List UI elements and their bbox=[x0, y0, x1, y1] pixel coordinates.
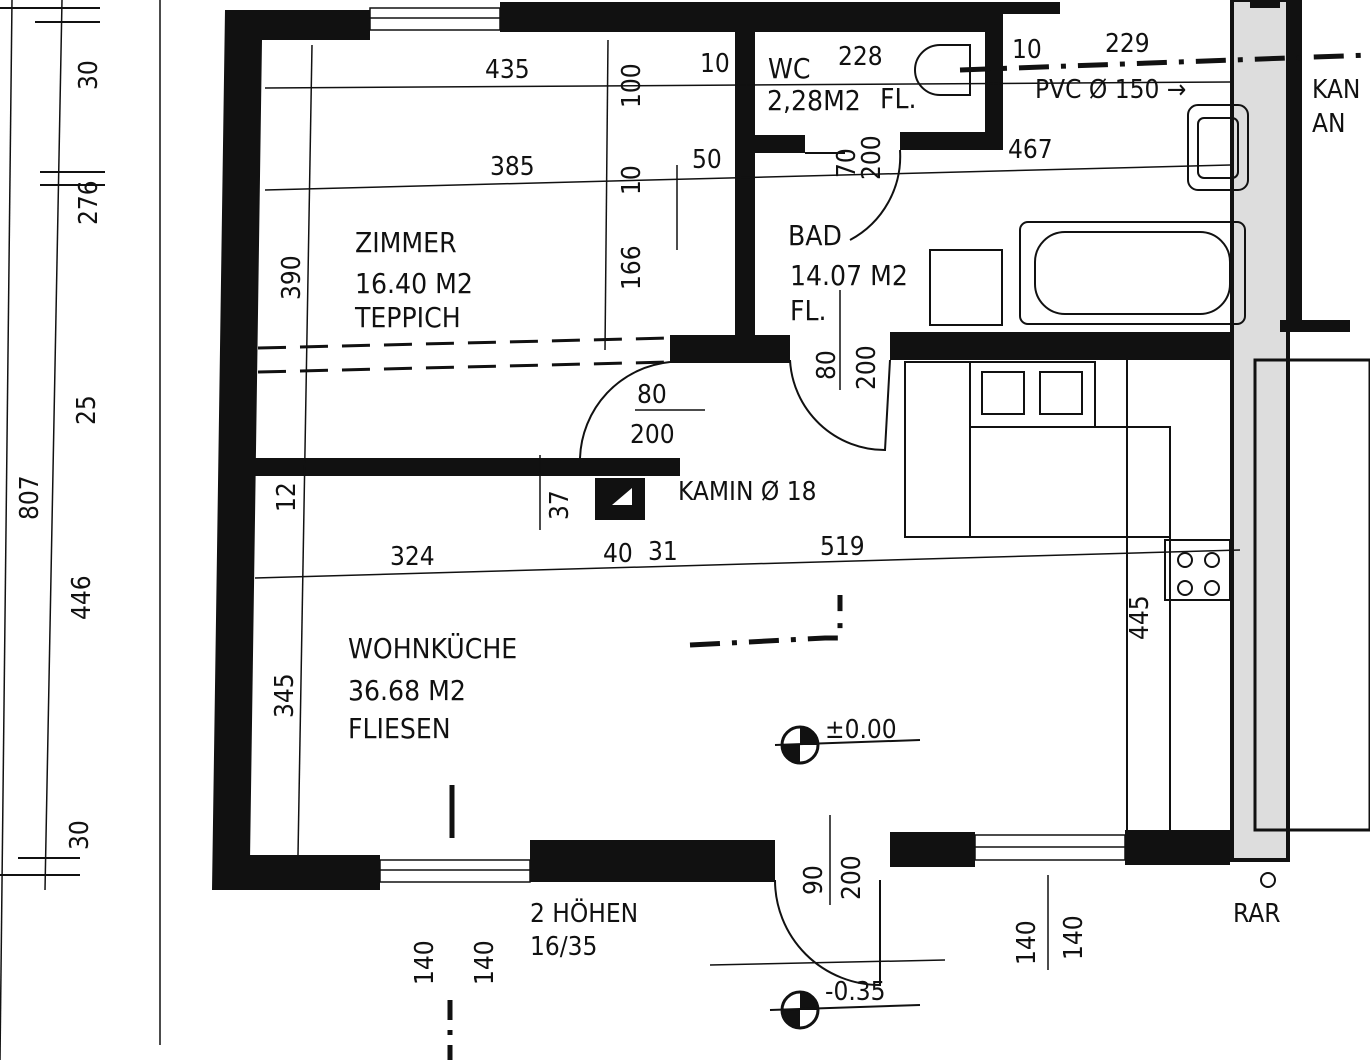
walls bbox=[212, 0, 1370, 890]
windows bbox=[369, 7, 1126, 883]
dim-37: 37 bbox=[545, 490, 575, 520]
dim-200: 200 bbox=[837, 855, 867, 900]
room-wc-area: 2,28M2 bbox=[767, 84, 861, 117]
room-zimmer-name: ZIMMER bbox=[355, 226, 457, 259]
dim-10: 10 bbox=[1012, 35, 1042, 65]
room-zimmer-area: 16.40 M2 bbox=[355, 267, 473, 300]
dim-385: 385 bbox=[490, 152, 535, 182]
room-wc-name: WC bbox=[768, 52, 811, 85]
dim-390: 390 bbox=[277, 255, 307, 300]
dim-140: 140 bbox=[1012, 920, 1042, 965]
level-outside-label: -0.35 bbox=[825, 977, 886, 1007]
dim-519: 519 bbox=[820, 532, 865, 562]
level-main-label: ±0.00 bbox=[825, 715, 897, 745]
dim-445: 445 bbox=[1125, 595, 1155, 640]
dim-80: 80 bbox=[637, 380, 667, 410]
left-dimension-chain: 30 276 25 807 446 30 bbox=[0, 0, 161, 1060]
room-wohnkueche-area: 36.68 M2 bbox=[348, 674, 466, 707]
room-zimmer-floor: TEPPICH bbox=[354, 301, 461, 334]
dim-200: 200 bbox=[852, 345, 882, 390]
dim-left-25: 25 bbox=[72, 395, 102, 425]
dim-229: 229 bbox=[1105, 29, 1150, 59]
right-room-label-1: KAN bbox=[1312, 75, 1360, 105]
pvc-pipe-label: PVC Ø 150 → bbox=[1035, 75, 1186, 105]
dim-left-30: 30 bbox=[74, 60, 104, 90]
dim-40: 40 bbox=[603, 539, 633, 569]
dim-140: 140 bbox=[410, 940, 440, 985]
right-room-label-2: AN bbox=[1312, 109, 1346, 139]
dim-10: 10 bbox=[617, 165, 647, 195]
dim-90: 90 bbox=[799, 865, 829, 895]
room-bad-name: BAD bbox=[788, 219, 842, 252]
kamin-label: KAMIN Ø 18 bbox=[678, 477, 816, 507]
annotations: PVC Ø 150 → KAMIN Ø 18 ±0.00 -0.35 2 HÖH… bbox=[530, 75, 1360, 1007]
level-marker-main bbox=[774, 725, 921, 765]
dim-140: 140 bbox=[470, 940, 500, 985]
dim-10: 10 bbox=[700, 49, 730, 79]
doors bbox=[579, 149, 902, 987]
dim-80: 80 bbox=[812, 350, 842, 380]
dim-31: 31 bbox=[648, 537, 678, 567]
dim-166: 166 bbox=[617, 245, 647, 290]
dim-467: 467 bbox=[1008, 135, 1053, 165]
dim-70: 70 bbox=[832, 148, 862, 178]
room-wohnkueche-floor: FLIESEN bbox=[348, 712, 451, 745]
fixtures bbox=[904, 44, 1249, 830]
window-note-size: 16/35 bbox=[530, 932, 597, 962]
dim-left-446: 446 bbox=[67, 575, 97, 620]
room-wc-floor: FL. bbox=[880, 82, 917, 115]
dim-435: 435 bbox=[485, 55, 530, 85]
dim-100: 100 bbox=[617, 63, 647, 108]
dimension-labels: 435 10 228 10 229 385 50 467 324 40 31 5… bbox=[270, 29, 1155, 985]
window-note-heights: 2 HÖHEN bbox=[530, 897, 638, 929]
dim-345: 345 bbox=[270, 673, 300, 718]
dim-12: 12 bbox=[272, 482, 302, 512]
room-labels: ZIMMER 16.40 M2 TEPPICH WC 2,28M2 FL. BA… bbox=[348, 52, 917, 745]
dim-left-276: 276 bbox=[74, 180, 104, 225]
dim-left-807: 807 bbox=[15, 475, 45, 520]
room-bad-floor: FL. bbox=[790, 294, 827, 327]
room-wohnkueche-name: WOHNKÜCHE bbox=[348, 631, 517, 665]
rar-label: RAR bbox=[1233, 899, 1280, 929]
dim-324: 324 bbox=[390, 542, 435, 572]
dim-left-30-bottom: 30 bbox=[65, 820, 95, 850]
level-marker-outside bbox=[769, 990, 921, 1030]
dim-200: 200 bbox=[630, 420, 675, 450]
dim-140: 140 bbox=[1059, 915, 1089, 960]
dimension-lines bbox=[254, 39, 1370, 1060]
dim-50: 50 bbox=[692, 145, 722, 175]
room-bad-area: 14.07 M2 bbox=[790, 259, 908, 292]
dim-200: 200 bbox=[857, 135, 887, 180]
dim-228: 228 bbox=[838, 42, 883, 72]
rar-marker bbox=[1260, 872, 1276, 888]
